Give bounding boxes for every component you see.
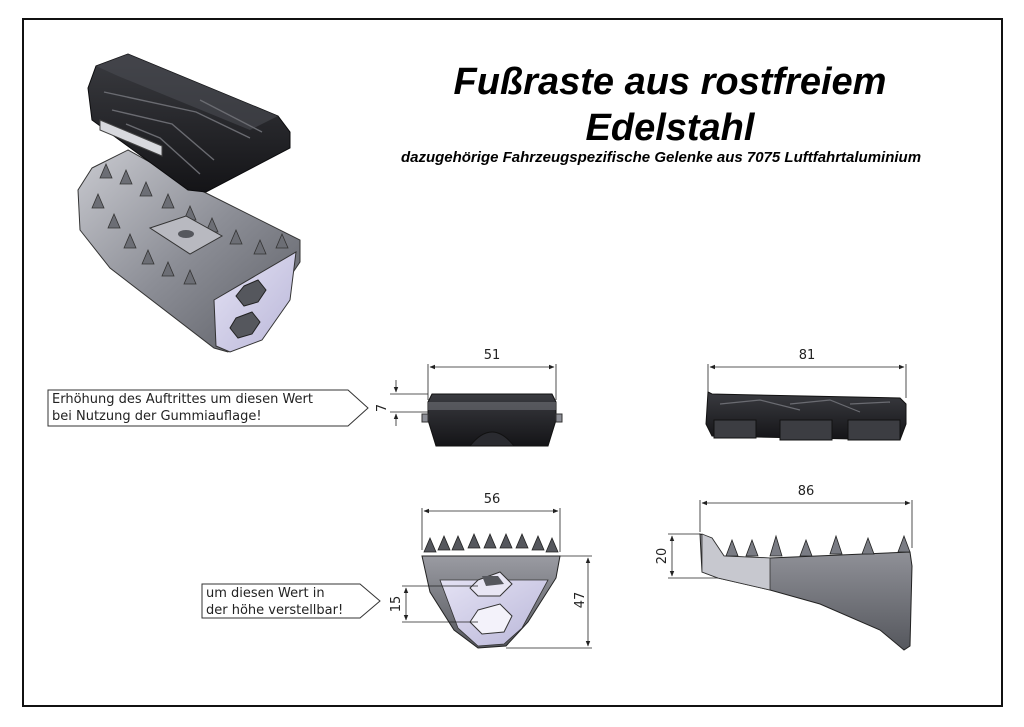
note-adjust-line2: der höhe verstellbar!	[206, 603, 343, 618]
dim-56: 56	[484, 492, 501, 507]
dim-86: 86	[798, 484, 815, 499]
dim-20: 20	[655, 548, 670, 565]
title-line-1: Fußraste aus rostfreiem	[453, 61, 887, 103]
note-rubber-line1: Erhöhung des Auftrittes um diesen Wert	[52, 392, 313, 407]
subtitle: dazugehörige Fahrzeugspezifische Gelenke…	[400, 149, 922, 166]
note-adjust-height: um diesen Wert in der höhe verstellbar!	[201, 583, 381, 619]
front-view: 56 15 47	[389, 492, 592, 649]
side-top-view: 81	[705, 348, 907, 441]
drawing-frame	[22, 18, 1003, 707]
dim-15: 15	[389, 596, 404, 613]
dim-47: 47	[573, 592, 588, 609]
title-line-2: Edelstahl	[585, 107, 755, 149]
note-adjust-line1: um diesen Wert in	[206, 586, 325, 601]
dim-51: 51	[484, 348, 501, 363]
dim-81: 81	[799, 348, 816, 363]
note-rubber-height: Erhöhung des Auftrittes um diesen Wert b…	[47, 389, 369, 427]
front-top-view: 51 7	[375, 348, 563, 447]
note-rubber-line2: bei Nutzung der Gummiauflage!	[52, 409, 262, 424]
isometric-footpeg-view	[77, 53, 301, 353]
dim-7: 7	[375, 404, 390, 412]
side-view: 86 20	[655, 484, 913, 651]
